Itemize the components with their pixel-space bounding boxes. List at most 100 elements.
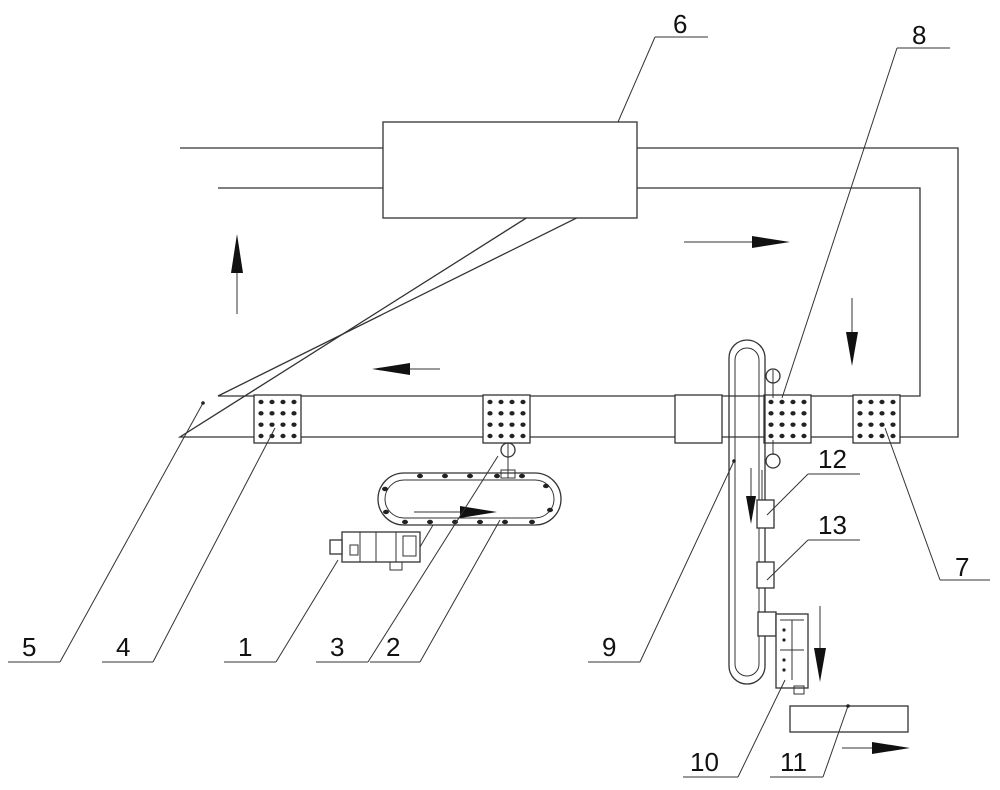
- panel-hole: [857, 422, 863, 427]
- label-2: 2: [386, 632, 400, 662]
- unloading-machine-10: [757, 611, 809, 695]
- panel-hole: [790, 422, 796, 427]
- label-10: 10: [690, 747, 719, 777]
- pendant-items-9: [761, 368, 781, 500]
- panel-hole: [291, 433, 297, 439]
- label-1: 1: [238, 632, 252, 662]
- panel-hole: [487, 411, 493, 416]
- panel-hole: [890, 433, 896, 439]
- chain-link: [402, 519, 408, 525]
- chain-link: [382, 486, 388, 492]
- panel-hole: [498, 422, 504, 427]
- panel-hole: [498, 399, 504, 405]
- panel-hole: [768, 433, 774, 439]
- flow-arrows: [231, 234, 910, 754]
- label-11: 11: [780, 747, 807, 777]
- panel-hole: [280, 422, 286, 427]
- panel-hole: [258, 422, 264, 427]
- vertical-conveyor-9: [728, 339, 766, 685]
- panel-hole: [779, 433, 785, 439]
- panel-hole: [498, 411, 504, 416]
- panel-hole: [487, 433, 493, 439]
- panel-hole: [779, 422, 785, 427]
- arrow-down-12: [746, 496, 756, 524]
- label-4: 4: [116, 632, 130, 662]
- panel-hole: [269, 411, 275, 416]
- output-table-11: [789, 705, 909, 733]
- panel-hole: [779, 411, 785, 416]
- leader-lines: [8, 36, 990, 778]
- chain-link: [519, 473, 525, 479]
- panel-hole: [487, 422, 493, 427]
- panel-hole: [520, 411, 526, 416]
- panel-hole: [269, 422, 275, 427]
- arrow-right-conveyor: [460, 506, 497, 518]
- panel-hole: [879, 433, 885, 439]
- chain-conveyor-2: [377, 472, 562, 526]
- hook-3: [500, 442, 516, 479]
- panel-hole: [857, 411, 863, 416]
- arrow-down-right: [846, 332, 858, 366]
- panel-hole: [790, 433, 796, 439]
- loop-block: [674, 394, 723, 444]
- panel-hole: [258, 433, 264, 439]
- chain-link: [467, 473, 473, 479]
- panel-hole: [857, 399, 863, 405]
- label-7: 7: [955, 552, 969, 582]
- panel-hole: [768, 422, 774, 427]
- panel-hole: [879, 422, 885, 427]
- panel-hole: [291, 411, 297, 416]
- panel-hole: [509, 422, 515, 427]
- panel-hole: [801, 422, 807, 427]
- component-6-box: [382, 121, 638, 219]
- circulation-loop: [177, 147, 959, 438]
- panel-hole: [768, 411, 774, 416]
- label-9: 9: [602, 632, 616, 662]
- arrow-up: [231, 234, 243, 273]
- panel-hole: [879, 411, 885, 416]
- chain-link: [417, 473, 423, 479]
- panel-hole: [768, 399, 774, 405]
- panel-hole: [790, 411, 796, 416]
- arrow-right-top: [752, 236, 790, 248]
- panel-hole: [890, 422, 896, 427]
- arrow-left: [372, 363, 410, 375]
- label-6: 6: [673, 9, 687, 39]
- chain-link: [529, 519, 535, 525]
- callout-labels: 6 8 7 5 4 1 3 2 9 12 13 10 11: [22, 9, 969, 777]
- panel-hole: [801, 411, 807, 416]
- panel-hole: [498, 433, 504, 439]
- panel-hole: [890, 399, 896, 405]
- panel-hole: [520, 433, 526, 439]
- chain-link: [442, 473, 448, 479]
- panel-hole: [280, 411, 286, 416]
- perforated-panel-8: [763, 394, 812, 444]
- perforated-panel-3: [482, 394, 531, 444]
- panel-hole: [509, 411, 515, 416]
- panel-hole: [868, 433, 874, 439]
- panel-hole: [258, 399, 264, 405]
- arrow-down-10: [814, 648, 826, 682]
- component-12-box: [756, 499, 775, 529]
- label-13: 13: [818, 510, 847, 540]
- panel-hole: [291, 399, 297, 405]
- panel-hole: [857, 433, 863, 439]
- panel-hole: [868, 422, 874, 427]
- label-3: 3: [330, 632, 344, 662]
- panel-hole: [879, 399, 885, 405]
- panel-hole: [890, 411, 896, 416]
- chain-link: [477, 519, 483, 525]
- chain-link: [427, 519, 433, 525]
- panel-hole: [509, 433, 515, 439]
- panel-hole: [520, 422, 526, 427]
- chain-links: [382, 473, 553, 525]
- panel-hole: [487, 399, 493, 405]
- chain-link: [547, 507, 553, 513]
- loading-machine-1: [329, 524, 434, 571]
- panel-hole: [790, 399, 796, 405]
- panel-hole: [291, 422, 297, 427]
- perforated-panel-7: [852, 394, 901, 444]
- label-5: 5: [22, 632, 36, 662]
